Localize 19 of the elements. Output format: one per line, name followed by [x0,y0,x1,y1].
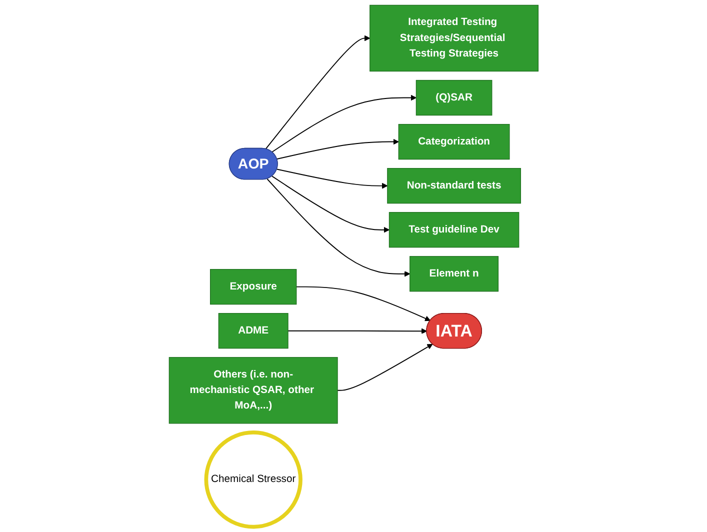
arrow [266,178,410,277]
node-box: Categorization [398,124,510,160]
arrow [296,286,430,322]
node-circle: Chemical Stressor [204,430,302,529]
arrow [265,35,370,150]
node-box: Test guideline Dev [388,212,519,248]
arrow [336,344,433,391]
arrow [271,176,390,233]
node-box: Non-standard tests [386,168,521,204]
node-box: Exposure [210,269,296,305]
node-box: ADME [218,313,288,349]
node-box: Element n [409,256,498,292]
arrow [287,328,427,334]
node-box: Others (i.e. non-mechanistic QSAR, other MoA,...) [168,357,338,424]
arrow [271,94,416,153]
arrow [276,138,399,160]
node-box: (Q)SAR [416,80,492,116]
node-box: Integrated Testing Strategies/Sequential Testing Strategies [369,4,538,72]
arrow [276,168,388,189]
